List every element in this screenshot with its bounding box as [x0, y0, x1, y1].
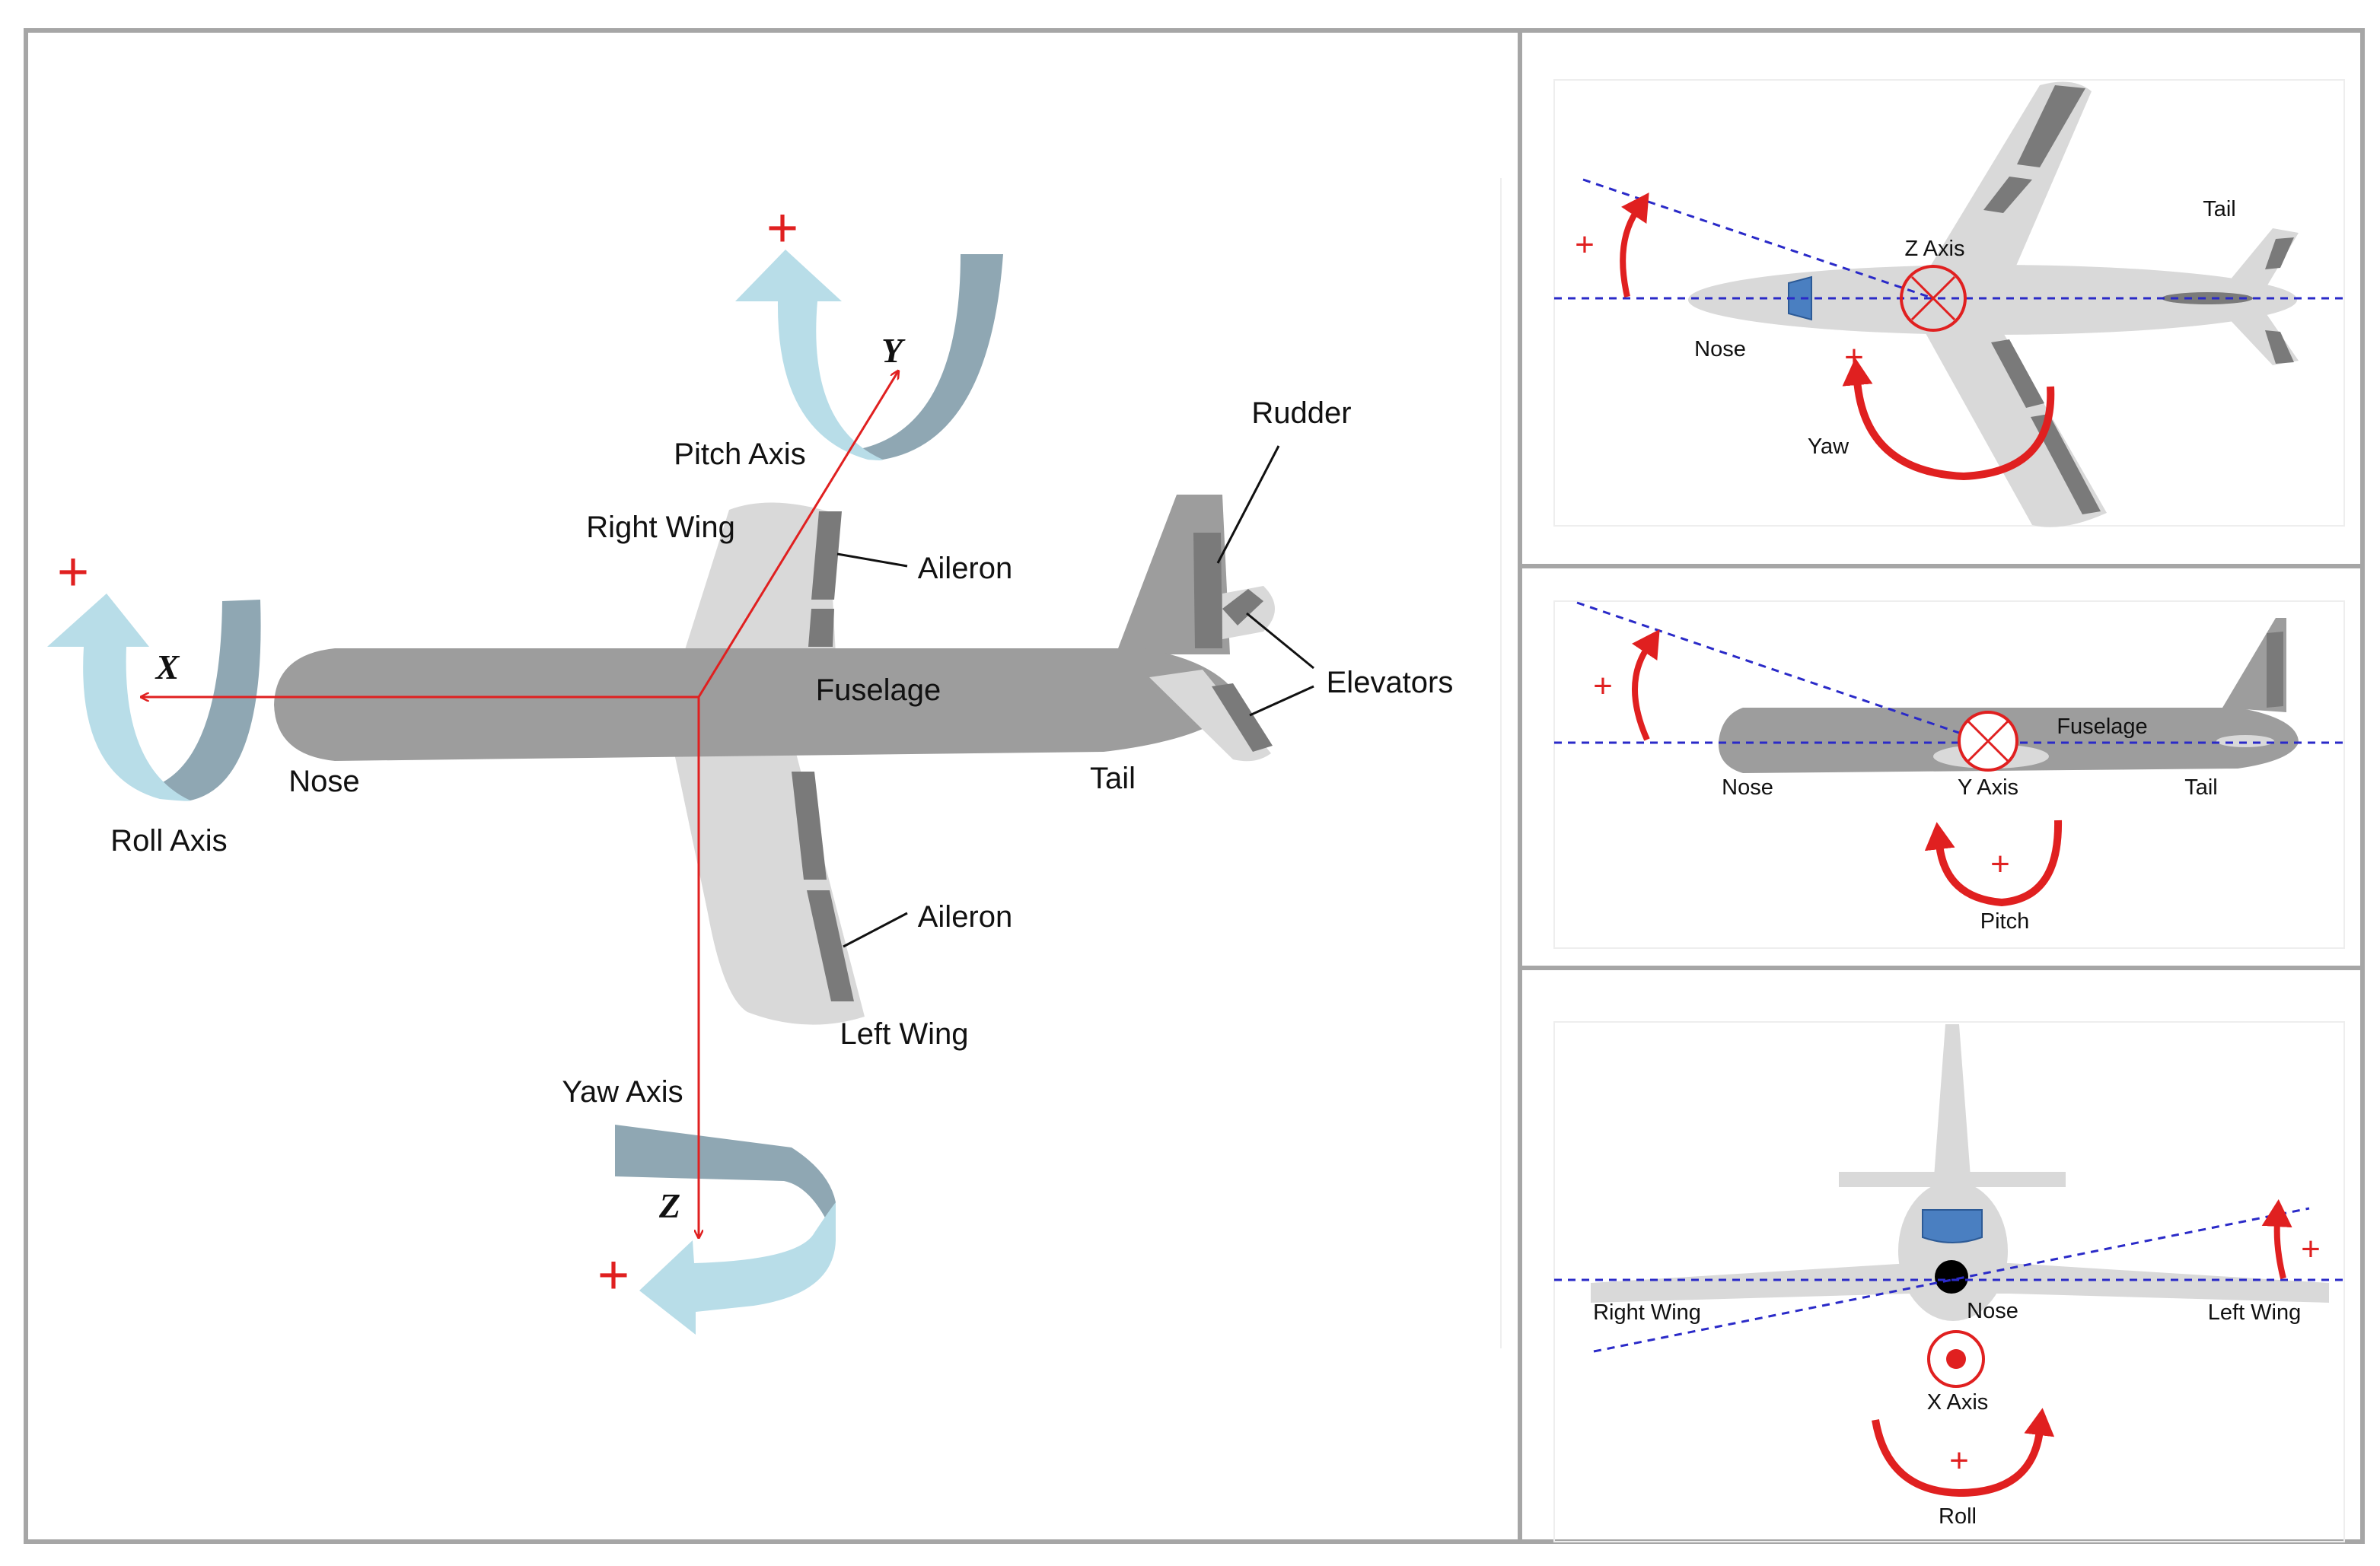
yaw-rotation-arrow-icon	[1842, 358, 2055, 481]
yaw-aileron-bottom-outer	[2031, 414, 2101, 514]
elevator-lower	[1212, 683, 1273, 752]
rudder-label: Rudder	[1251, 396, 1351, 430]
yaw-panel-nose-label: Nose	[1694, 337, 1746, 361]
rudder	[1193, 533, 1222, 648]
roll-label: Roll	[1939, 1504, 1977, 1529]
yaw-tail-upper	[2222, 228, 2299, 289]
yaw-aileron-top	[2017, 85, 2085, 167]
roll-left-wing-label: Left Wing	[2208, 1300, 2302, 1325]
pitch-arrow-icon	[735, 250, 1003, 460]
aileron-top-inner	[808, 609, 834, 647]
roll-panel-frame	[1553, 1021, 2345, 1542]
y-axis-line	[697, 371, 898, 698]
yaw-rotation-plus: +	[1844, 339, 1864, 376]
elevator-upper	[1222, 589, 1263, 625]
x-axis-label-panel: X Axis	[1927, 1390, 1989, 1415]
outer-frame	[24, 28, 2365, 1544]
pitch-fuselage-label: Fuselage	[2057, 715, 2147, 739]
left-wing	[674, 753, 865, 1025]
yaw-arrow-icon	[615, 1125, 836, 1335]
elevators-leader-lower	[1249, 685, 1314, 717]
elevators-label: Elevators	[1327, 666, 1454, 699]
nose-label: Nose	[288, 765, 359, 798]
left-wing-label: Left Wing	[840, 1017, 969, 1051]
right-wing-label: Right Wing	[586, 511, 735, 544]
y-axis-cross-2	[1967, 720, 2009, 762]
yaw-tail-surface-lower	[2265, 330, 2294, 364]
yaw-panel: + + Tail Z Axis Nose Yaw	[1554, 81, 2344, 527]
yaw-aileron-top-inner	[1983, 177, 2032, 213]
pitch-axis-label: Pitch Axis	[674, 438, 805, 471]
pitch-angle-plus: +	[1593, 667, 1613, 705]
roll-fin	[1933, 1024, 1971, 1187]
pitch-panel: + + Fuselage Nose Y Axis Tail Pitch	[1554, 601, 2344, 934]
roll-angle-arrow-icon	[2261, 1199, 2292, 1279]
aileron-bottom-inner	[792, 772, 827, 880]
pitch-guide-rotated	[1576, 601, 1989, 744]
elevators-leader-upper	[1246, 612, 1314, 670]
aileron-bottom-outer	[807, 890, 854, 1001]
pitch-label: Pitch	[1980, 909, 2029, 934]
yaw-tail-surface-upper	[2265, 237, 2294, 269]
aileron-bottom-label: Aileron	[918, 900, 1013, 934]
x-axis-dot	[1946, 1349, 1966, 1369]
y-axis-label-panel: Y Axis	[1958, 775, 2018, 800]
aileron-top-outer	[811, 511, 842, 600]
horizontal-stabilizer-lower	[1149, 670, 1271, 762]
pitch-nose-label: Nose	[1722, 775, 1773, 800]
rudder-leader	[1216, 445, 1280, 564]
yaw-label: Yaw	[1808, 434, 1850, 459]
z-axis-cross-2	[1910, 275, 1956, 321]
yaw-axis-label: Yaw Axis	[562, 1075, 683, 1109]
roll-arrow-icon	[47, 594, 261, 801]
fuselage	[274, 648, 1241, 761]
z-axis-label-panel: Z Axis	[1905, 237, 1965, 261]
roll-angle-plus: +	[2301, 1230, 2321, 1268]
yaw-rudder-top	[2162, 292, 2253, 304]
yaw-plus: +	[597, 1245, 629, 1306]
pitch-plus: +	[766, 198, 798, 259]
pitch-angle-arrow-icon	[1632, 629, 1660, 741]
roll-nose	[1935, 1260, 1968, 1294]
roll-plus: +	[57, 542, 89, 603]
pitch-tail-label: Tail	[2184, 775, 2218, 800]
aileron-top-leader	[836, 552, 908, 568]
pitch-panel-frame	[1553, 600, 2345, 949]
pitch-rotation-arrow-icon	[1924, 820, 2063, 907]
right-wing	[683, 502, 836, 654]
roll-rotation-arrow-icon	[1872, 1408, 2055, 1498]
yaw-panel-frame	[1553, 79, 2345, 527]
aileron-top-label: Aileron	[918, 552, 1013, 585]
yaw-fuselage	[1688, 265, 2297, 335]
main-diagram: + + + X Y Z Roll Axis Pitch Axis Yaw Axi…	[47, 198, 1453, 1335]
roll-tailplane	[1839, 1172, 2066, 1187]
x-axis-label: X	[155, 648, 180, 686]
yaw-wing-bottom	[1918, 320, 2107, 527]
tail-label: Tail	[1090, 762, 1136, 795]
pitch-rotation-plus: +	[1990, 845, 2010, 883]
roll-right-wing-label: Right Wing	[1593, 1300, 1701, 1325]
yaw-angle-arrow-icon	[1620, 193, 1649, 298]
yaw-cockpit	[1788, 275, 1812, 321]
roll-guide-rotated	[1593, 1207, 2310, 1353]
pitch-rudder	[2267, 632, 2283, 708]
pitch-tailplane	[2216, 735, 2274, 747]
fuselage-label: Fuselage	[816, 673, 941, 707]
x-axis-symbol	[1927, 1330, 1985, 1388]
y-axis-label: Y	[881, 331, 906, 370]
yaw-angle-plus: +	[1575, 226, 1595, 263]
roll-rotation-plus: +	[1949, 1442, 1969, 1479]
roll-nose-label: Nose	[1967, 1299, 2018, 1323]
z-axis-label: Z	[658, 1186, 680, 1225]
aileron-bottom-leader	[843, 912, 908, 948]
roll-axis-label: Roll Axis	[110, 824, 227, 858]
roll-cockpit-window	[1922, 1209, 1983, 1243]
yaw-panel-tail-label: Tail	[2203, 197, 2236, 221]
yaw-aileron-bottom-inner	[1991, 339, 2044, 408]
roll-panel: + + Right Wing Nose Left Wing X Axis Rol…	[1554, 1024, 2344, 1529]
z-axis-symbol	[1900, 265, 1967, 332]
